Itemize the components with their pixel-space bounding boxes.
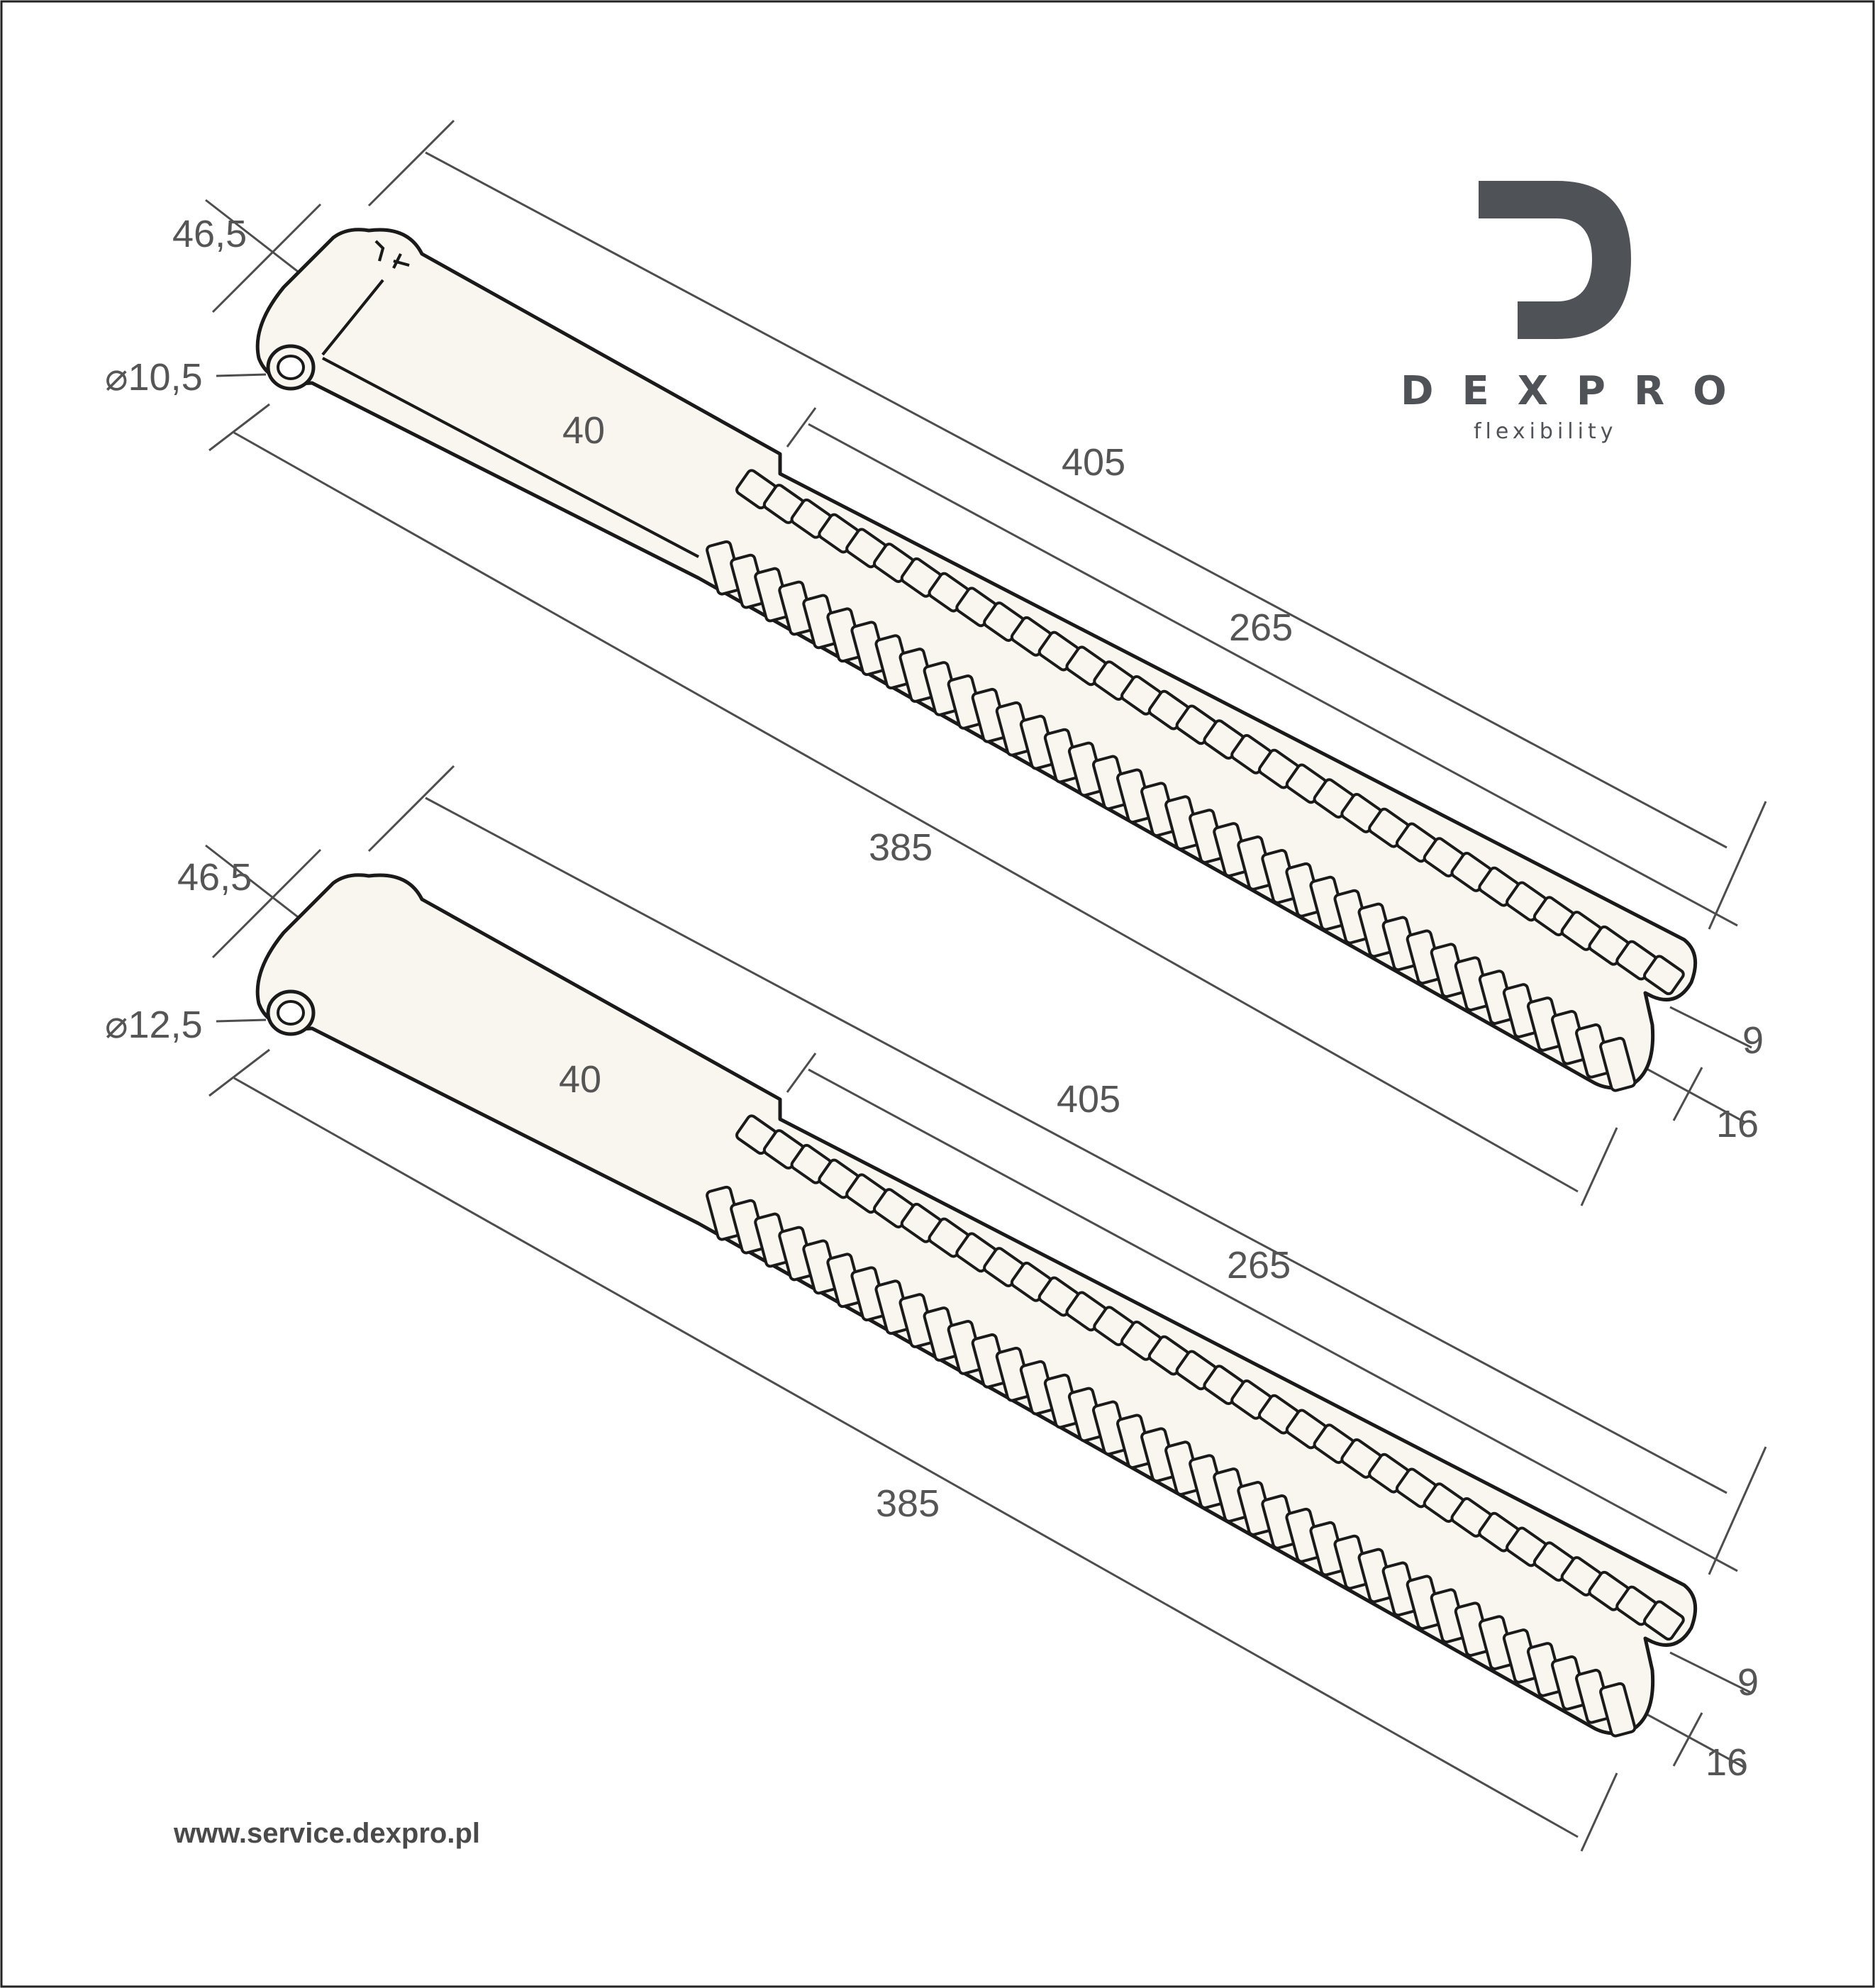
leader-line-diameter <box>216 1018 267 1023</box>
dimension-line-thickness <box>1672 1067 1703 1121</box>
dimensions-top: 46,5 ⌀10,5 40 405 265 385 9 16 <box>105 213 1764 1145</box>
extension-line <box>1669 1006 1752 1049</box>
hinge-hole <box>277 355 305 380</box>
rib-tooth-lower <box>1599 1682 1637 1738</box>
plus-mark-icon <box>374 240 410 269</box>
dim-bottom-label: 385 <box>869 826 933 869</box>
rib-tooth-upper <box>1643 955 1685 996</box>
extension-line <box>786 1053 817 1093</box>
dimension-line-width <box>211 203 322 313</box>
dim-overall-label: 405 <box>1057 1078 1120 1121</box>
dim-width-label: 46,5 <box>177 856 252 899</box>
dimension-line-teeth <box>808 423 1738 927</box>
dimension-line-overall <box>425 151 1727 849</box>
leader-line-diameter <box>216 373 267 377</box>
rib-tooth-upper <box>1643 1600 1685 1641</box>
brand-name: DEXPRO <box>1401 368 1755 414</box>
dexpro-logo: DEXPRO flexibility <box>1401 181 1755 444</box>
extension-line <box>1708 1446 1767 1575</box>
extension-line <box>1630 1704 1745 1769</box>
dim-diameter-label: ⌀10,5 <box>105 356 203 399</box>
extension-line <box>208 1048 270 1097</box>
dim-diameter-label: ⌀12,5 <box>105 1004 203 1046</box>
dim-plate-label: 40 <box>562 409 605 452</box>
extension-line <box>367 119 455 207</box>
hinge-hole <box>277 1000 305 1026</box>
dim-teeth-label: 265 <box>1227 1244 1291 1287</box>
extension-line <box>1580 1127 1618 1206</box>
dimension-line-bottom <box>233 431 1579 1193</box>
extension-line <box>1630 1059 1745 1123</box>
dimension-line-bottom <box>233 1077 1579 1838</box>
extension-line <box>786 407 817 448</box>
dim-tip-thickness-label: 9 <box>1737 1661 1759 1704</box>
dim-teeth-label: 265 <box>1229 606 1293 649</box>
hinge-drawing-bottom <box>205 240 1767 1852</box>
dimension-line-overall <box>425 796 1727 1494</box>
dimension-line-teeth <box>808 1068 1738 1572</box>
dimensions-bottom: 46,5 ⌀12,5 40 405 265 385 9 16 <box>105 856 1759 1784</box>
extension-line <box>208 403 270 452</box>
extension-line <box>1708 801 1767 930</box>
logo-d-icon <box>1479 181 1631 339</box>
extension-line <box>1580 1772 1618 1852</box>
dim-tip-thickness-label: 9 <box>1742 1019 1764 1062</box>
hinge-drawing-top <box>205 119 1767 1206</box>
dim-width-label: 46,5 <box>172 213 247 255</box>
dim-total-thickness-label: 16 <box>1706 1741 1748 1784</box>
dim-plate-label: 40 <box>559 1058 601 1101</box>
dimension-line-thickness <box>1672 1712 1703 1767</box>
extension-line <box>367 765 455 853</box>
plate-edge <box>321 279 699 558</box>
dim-overall-label: 405 <box>1062 441 1125 484</box>
dimension-line-width <box>211 848 322 959</box>
extension-line <box>1669 1651 1752 1694</box>
dim-bottom-label: 385 <box>876 1482 940 1525</box>
rib-tooth-lower <box>1599 1036 1637 1092</box>
brand-tagline: flexibility <box>1474 419 1617 444</box>
footer-url: www.service.dexpro.pl <box>173 1818 480 1849</box>
dim-total-thickness-label: 16 <box>1716 1103 1759 1145</box>
